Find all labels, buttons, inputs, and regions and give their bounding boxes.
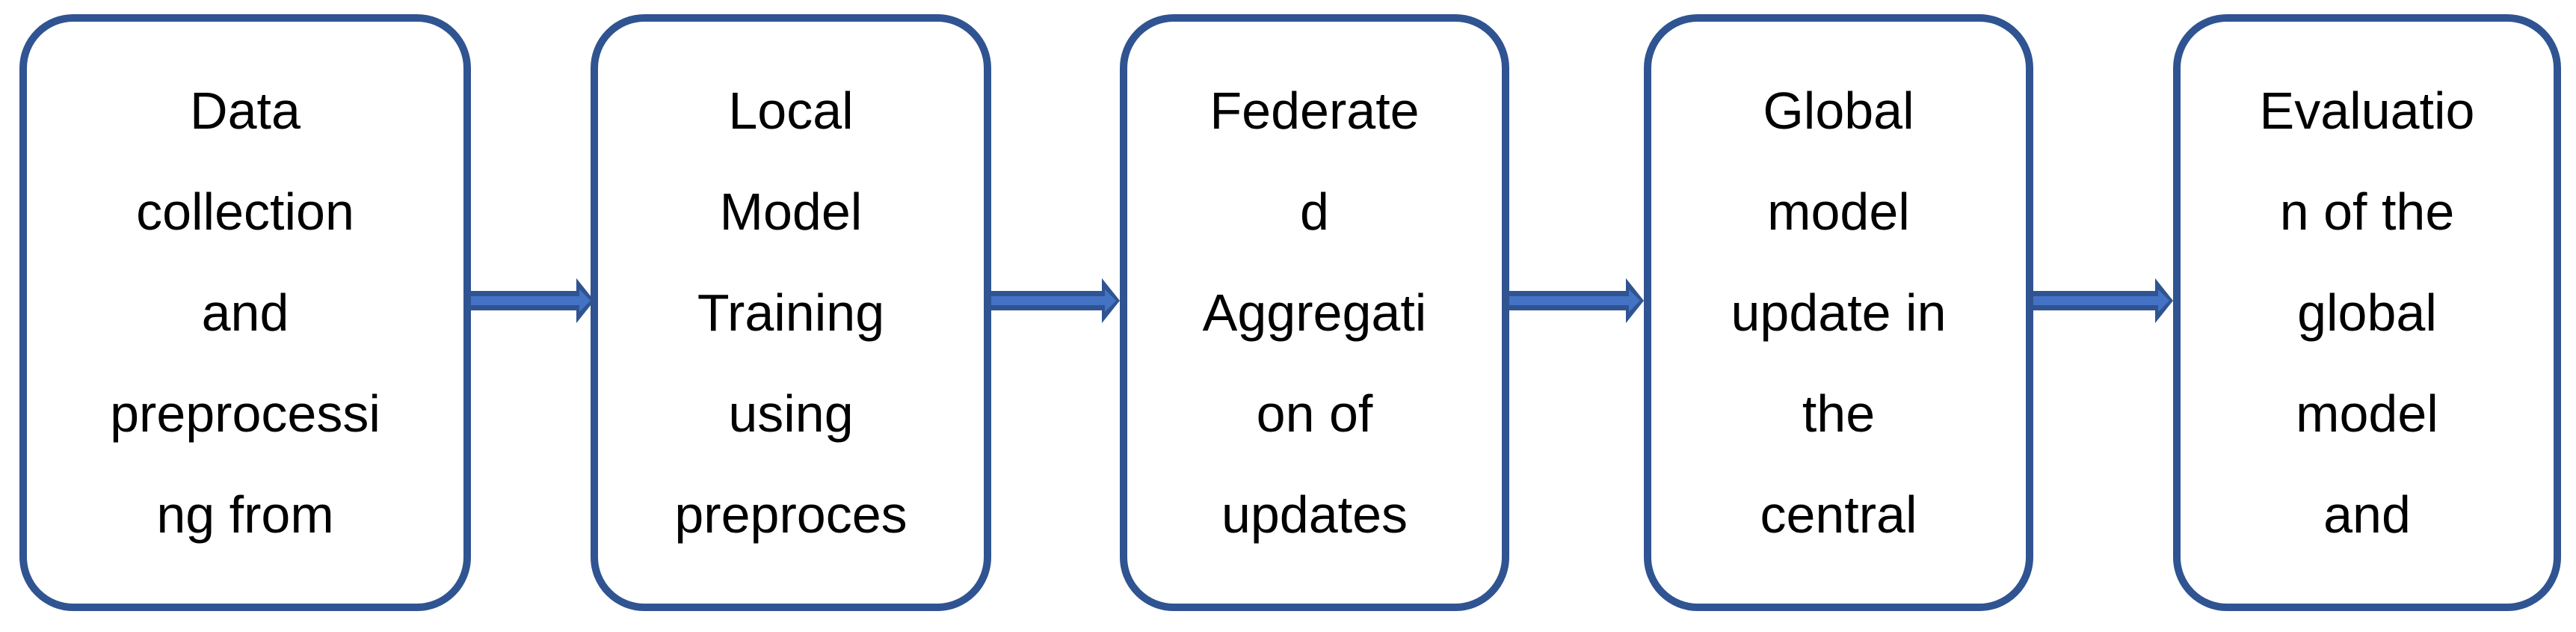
text-line: d <box>1300 182 1329 241</box>
text-line: using <box>728 384 854 443</box>
text-line: and <box>201 283 289 342</box>
text-line: ng from <box>156 485 334 544</box>
flow-arrow-2-icon <box>991 278 1120 323</box>
text-line: Global <box>1763 81 1914 140</box>
flow-step-4-label: Global model update in the central <box>1731 61 1946 565</box>
flow-step-1-box: Data collection and preprocessi ng from <box>19 14 471 611</box>
text-line: and <box>2323 485 2411 544</box>
text-line: model <box>1767 182 1910 241</box>
text-line: Aggregati <box>1202 283 1427 342</box>
text-line: updates <box>1221 485 1408 544</box>
text-line: Local <box>728 81 854 140</box>
flow-arrow-1-icon <box>471 278 594 323</box>
flow-step-3-box: Federate d Aggregati on of updates <box>1120 14 1509 611</box>
flow-step-3-label: Federate d Aggregati on of updates <box>1203 61 1427 565</box>
flow-arrow-4-icon <box>2033 278 2173 323</box>
text-line: n of the <box>2279 182 2455 241</box>
text-line: on of <box>1256 384 1373 443</box>
text-line: Training <box>697 283 885 342</box>
flow-step-5-box: Evaluatio n of the global model and <box>2173 14 2561 611</box>
text-line: global <box>2297 283 2437 342</box>
text-line: Evaluatio <box>2259 81 2475 140</box>
text-line: collection <box>136 182 354 241</box>
text-line: preprocessi <box>110 384 380 443</box>
text-line: update in <box>1731 283 1947 342</box>
text-line: Model <box>719 182 863 241</box>
text-line: model <box>2296 384 2438 443</box>
flow-step-4-box: Global model update in the central <box>1644 14 2033 611</box>
text-line: the <box>1802 384 1876 443</box>
text-line: Federate <box>1210 81 1420 140</box>
flow-step-1-label: Data collection and preprocessi ng from <box>110 61 380 565</box>
flow-arrow-3-icon <box>1509 278 1644 323</box>
flow-step-2-label: Local Model Training using preproces <box>674 61 907 565</box>
text-line: central <box>1760 485 1917 544</box>
text-line: preproces <box>674 485 908 544</box>
flow-step-2-box: Local Model Training using preproces <box>591 14 991 611</box>
flow-step-5-label: Evaluatio n of the global model and <box>2260 61 2475 565</box>
text-line: Data <box>190 81 301 140</box>
